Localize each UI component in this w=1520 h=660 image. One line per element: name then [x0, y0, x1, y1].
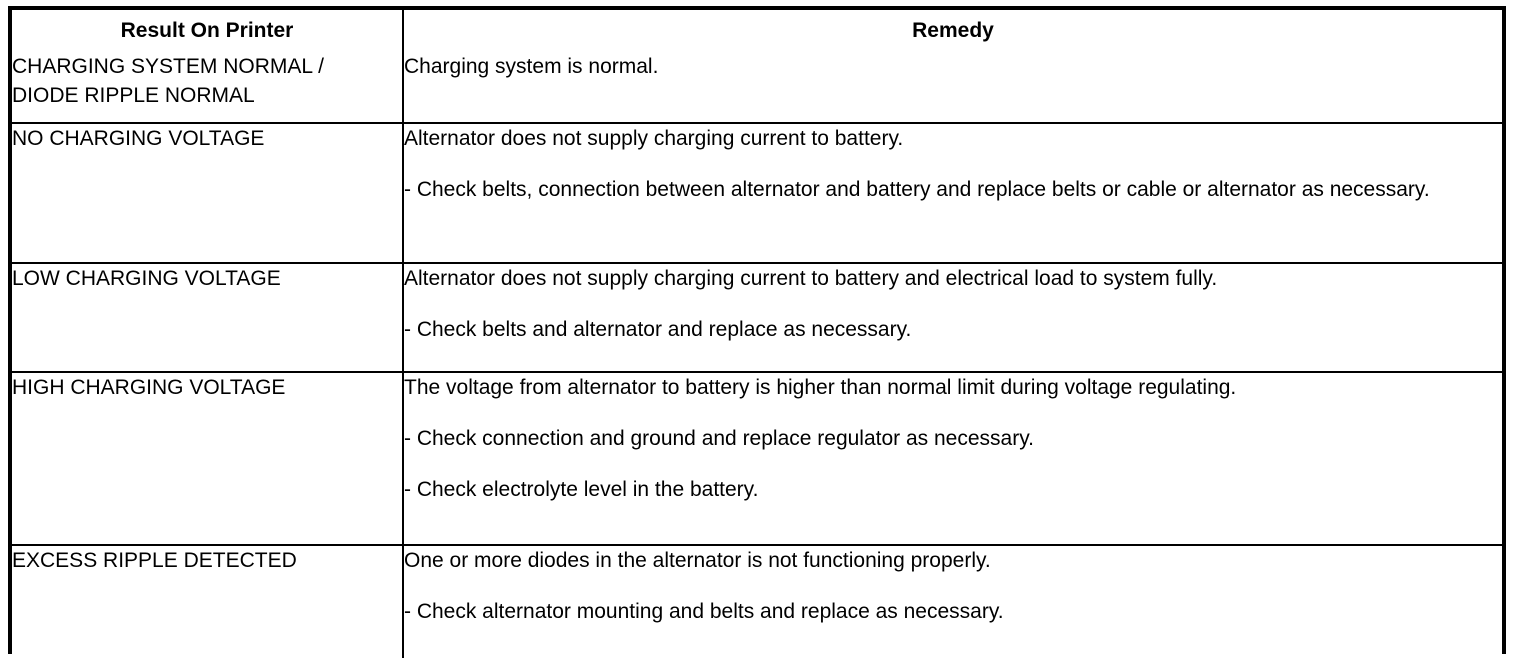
- remedy-description-line: One or more diodes in the alternator is …: [404, 549, 991, 572]
- remedy-bullet-line: - Check connection and ground and replac…: [404, 427, 1034, 450]
- remedy-description-line: The voltage from alternator to battery i…: [404, 376, 1237, 399]
- remedy-bullet-line: - Check electrolyte level in the battery…: [404, 478, 759, 501]
- column-header-result-on-printer: Result On Printer: [12, 10, 404, 52]
- remedy-description-line: Charging system is normal.: [404, 55, 659, 78]
- cell-remedy: Charging system is normal.: [403, 52, 1502, 124]
- diagnostic-table: Result On Printer Remedy CHARGING SYSTEM…: [12, 10, 1502, 658]
- diagnostic-table-container: Result On Printer Remedy CHARGING SYSTEM…: [8, 6, 1506, 658]
- cell-result-on-printer: HIGH CHARGING VOLTAGE: [12, 372, 404, 546]
- table-body: CHARGING SYSTEM NORMAL / DIODE RIPPLE NO…: [12, 52, 1502, 658]
- remedy-bullet-line: - Check belts and alternator and replace…: [404, 318, 912, 341]
- remedy-description-line: Alternator does not supply charging curr…: [404, 127, 904, 150]
- cell-remedy: Alternator does not supply charging curr…: [403, 263, 1502, 373]
- table-row: CHARGING SYSTEM NORMAL / DIODE RIPPLE NO…: [12, 52, 1502, 124]
- remedy-bullet-line: - Check belts, connection between altern…: [404, 178, 1430, 201]
- remedy-bullet-line: - Check alternator mounting and belts an…: [404, 600, 1004, 623]
- cell-result-on-printer: NO CHARGING VOLTAGE: [12, 123, 404, 264]
- cell-result-on-printer: LOW CHARGING VOLTAGE: [12, 263, 404, 373]
- cell-result-on-printer: EXCESS RIPPLE DETECTED: [12, 545, 404, 658]
- header-row: Result On Printer Remedy: [12, 10, 1502, 52]
- cell-remedy: One or more diodes in the alternator is …: [403, 545, 1502, 658]
- cell-remedy: The voltage from alternator to battery i…: [403, 372, 1502, 546]
- cell-result-on-printer: CHARGING SYSTEM NORMAL / DIODE RIPPLE NO…: [12, 52, 404, 124]
- column-header-remedy: Remedy: [403, 10, 1502, 52]
- cell-remedy: Alternator does not supply charging curr…: [403, 123, 1502, 264]
- remedy-description-line: Alternator does not supply charging curr…: [404, 267, 1218, 290]
- table-header: Result On Printer Remedy: [12, 10, 1502, 52]
